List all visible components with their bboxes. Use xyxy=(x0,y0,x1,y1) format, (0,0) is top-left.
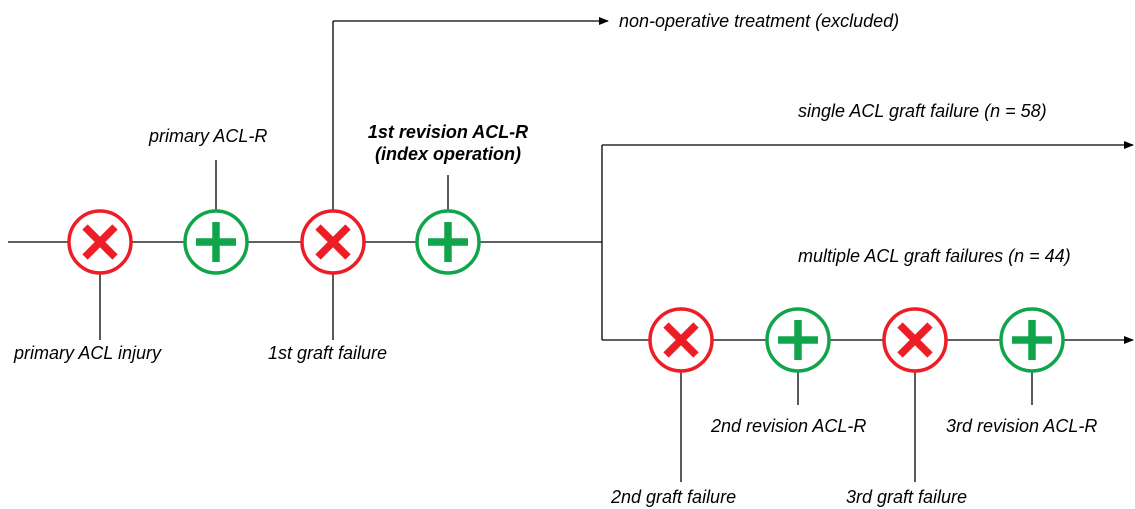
label-non-operative-treatment: non-operative treatment (excluded) xyxy=(619,11,900,31)
label-single-graft-failure: single ACL graft failure (n = 58) xyxy=(798,101,1047,121)
plus-circle-icon xyxy=(415,209,481,275)
label-third-graft-failure: 3rd graft failure xyxy=(846,487,968,507)
label-primary-aclr: primary ACL-R xyxy=(149,126,268,146)
plus-circle-icon xyxy=(183,209,249,275)
label-first-revision-line1: 1st revision ACL-R xyxy=(367,122,529,142)
x-circle-icon xyxy=(300,209,366,275)
x-circle-icon xyxy=(882,307,948,373)
label-first-revision-line2: (index operation) xyxy=(374,143,521,164)
x-circle-icon xyxy=(67,209,133,275)
label-multiple-graft-failures: multiple ACL graft failures (n = 44) xyxy=(798,246,1071,266)
label-second-graft-failure: 2nd graft failure xyxy=(611,487,737,507)
label-first-graft-failure: 1st graft failure xyxy=(268,343,388,363)
plus-circle-icon xyxy=(765,307,831,373)
label-primary-acl-injury: primary ACL injury xyxy=(14,343,162,363)
x-circle-icon xyxy=(648,307,714,373)
plus-circle-icon xyxy=(999,307,1065,373)
label-first-revision: 1st revision ACL-R (index operation) xyxy=(338,122,558,165)
label-second-revision: 2nd revision ACL-R xyxy=(711,416,867,436)
label-third-revision: 3rd revision ACL-R xyxy=(946,416,1098,436)
